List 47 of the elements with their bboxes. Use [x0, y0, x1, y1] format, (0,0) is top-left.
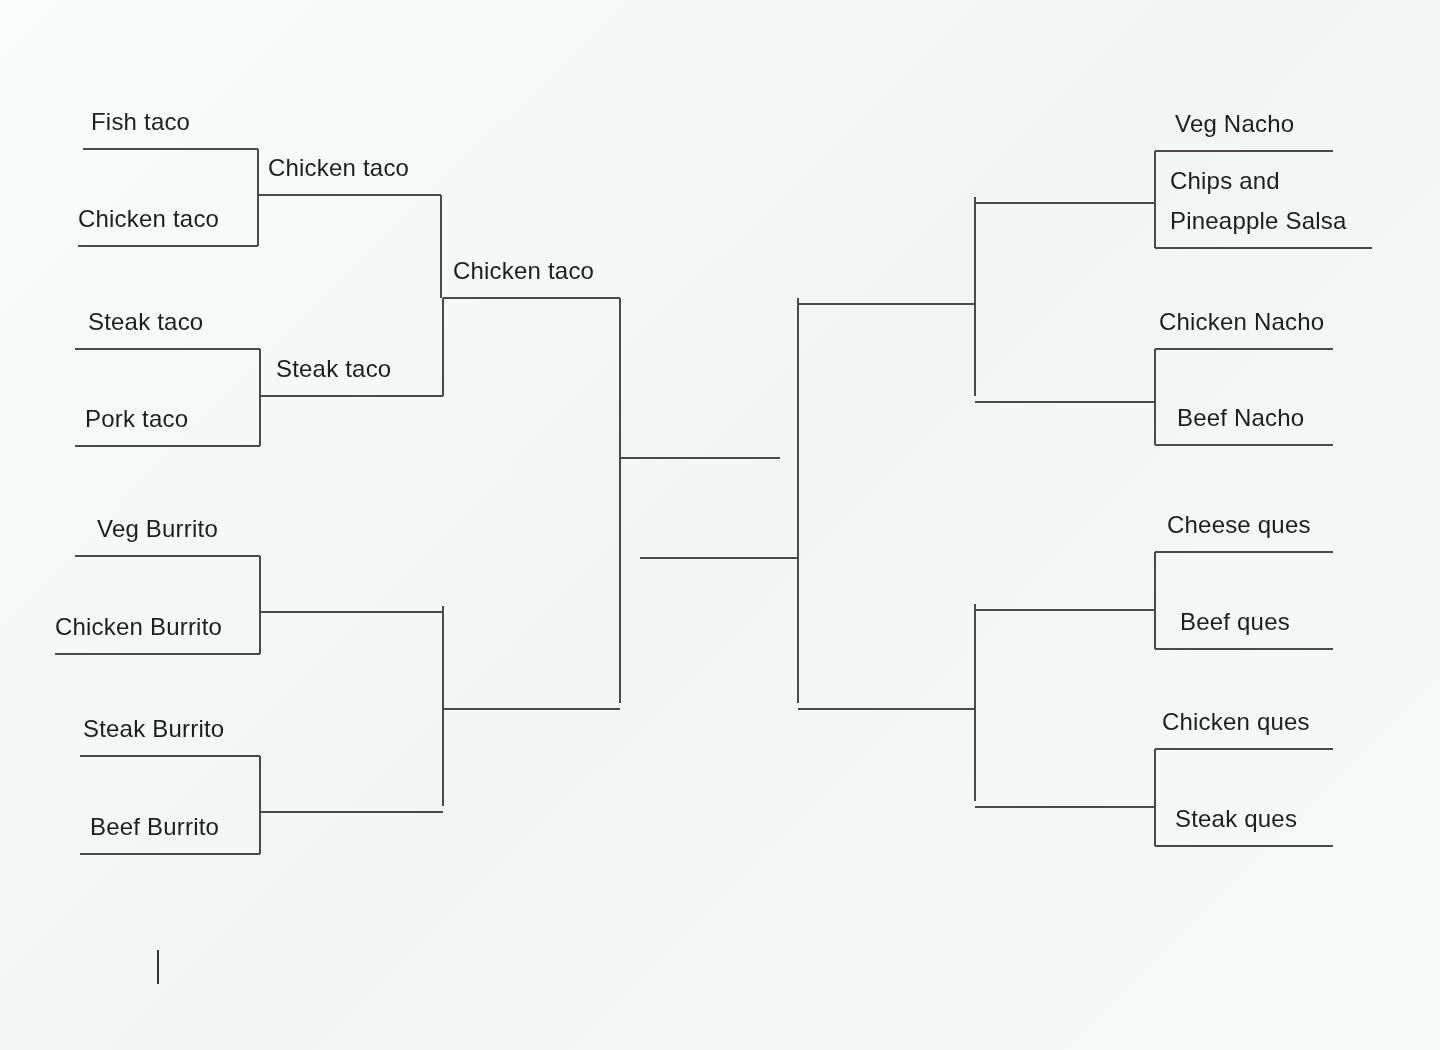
bracket-line [259, 755, 261, 807]
team-name: Steak taco [276, 354, 392, 384]
bracket-line [974, 297, 976, 397]
team-name: Chicken ques [1162, 707, 1310, 737]
team-name: Steak taco [88, 307, 204, 337]
bracket-line [259, 348, 261, 397]
bracket-line [442, 297, 444, 397]
bracket-line [1154, 551, 1156, 605]
bracket-line [1154, 348, 1156, 397]
team-name: Beef ques [1180, 607, 1290, 637]
team-name: Chicken taco [78, 204, 220, 234]
team-name: Chicken Burrito [55, 612, 223, 642]
bracket-line [257, 148, 259, 196]
team-name: Beef Burrito [90, 812, 220, 842]
bracket-line [797, 297, 799, 553]
bracket-line [259, 555, 261, 607]
bracket-line [974, 196, 976, 299]
bracket-line [1154, 603, 1156, 650]
team-name: Cheese ques [1167, 510, 1311, 540]
team-name: Pork taco [85, 404, 189, 434]
team-name: Beef Nacho [1177, 403, 1305, 433]
bracket-line [1154, 196, 1156, 249]
team-name: Chicken taco [268, 153, 410, 183]
team-name: Chicken taco [453, 256, 595, 286]
team-name: Steak ques [1175, 804, 1298, 834]
team-name: Fish taco [91, 107, 191, 137]
bracket-line [1154, 748, 1156, 802]
bracket-line [1154, 150, 1156, 198]
bracket-line [1154, 800, 1156, 847]
bracket-line [259, 605, 261, 655]
bracket-line [619, 297, 621, 453]
team-name: Chips and Pineapple Salsa [1170, 166, 1348, 236]
team-name: Chicken Nacho [1159, 307, 1325, 337]
team-name: Veg Nacho [1175, 109, 1295, 139]
bracket-line [440, 194, 442, 299]
bracket-line [974, 603, 976, 704]
bracket-line [619, 451, 621, 704]
team-name: Steak Burrito [83, 714, 225, 744]
bracket-line [797, 551, 799, 704]
team-name: Veg Burrito [97, 514, 218, 544]
bracket-line [257, 194, 259, 247]
bracket-line [974, 702, 976, 802]
bracket-line [442, 605, 444, 704]
bracket-line [442, 702, 444, 807]
bracket-line [259, 805, 261, 855]
bracket-line [259, 395, 261, 447]
bracket-line [1154, 395, 1156, 446]
